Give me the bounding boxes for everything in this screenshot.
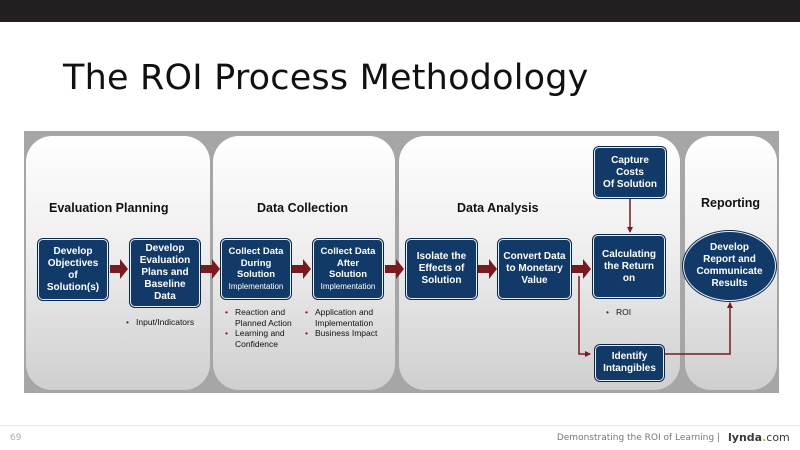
collect-during-main-label: Collect Data During Solution (228, 246, 284, 280)
page-number: 69 (10, 433, 22, 443)
flow-arrows (110, 198, 733, 357)
lynda-logo: lynda.com (728, 431, 790, 444)
bullet-item: Application and (305, 307, 377, 318)
arrow-convert-to-calculate (572, 259, 591, 279)
bullet-item-continuation: Planned Action (225, 318, 292, 329)
bullet-item-continuation: Implementation (305, 318, 377, 329)
roi-process-diagram: Evaluation Planning Data Collection Data… (24, 131, 779, 393)
arrow-objectives-to-plans (110, 259, 128, 279)
arrow-during-to-after (291, 259, 311, 279)
box-calculate-return: Calculating the Return on (593, 235, 665, 298)
arrow-after-to-isolate (385, 259, 404, 279)
bullet-item: ROI (606, 307, 631, 318)
phase-label-data-analysis: Data Analysis (457, 201, 539, 215)
box-isolate-effects: Isolate the Effects of Solution (406, 239, 477, 299)
box-identify-intangibles: Identify Intangibles (595, 345, 664, 381)
box-develop-evaluation-plans: Develop Evaluation Plans and Baseline Da… (130, 239, 200, 307)
box-capture-costs: Capture Costs Of Solution (594, 147, 666, 198)
box-convert-data: Convert Data to Monetary Value (498, 239, 571, 299)
bullet-item-continuation: Confidence (225, 339, 292, 350)
bullets-collect-during: Reaction and Planned Action Learning and… (225, 307, 292, 349)
arrow-plans-to-during (201, 259, 220, 279)
collect-during-sub-label: Implementation (228, 281, 284, 291)
arrow-convert-to-intangibles (578, 276, 591, 357)
bullet-item: Input/Indicators (126, 317, 194, 328)
bullets-evaluation-plans: Input/Indicators (126, 317, 194, 328)
footer-divider (0, 425, 800, 426)
bullets-roi: ROI (606, 307, 631, 318)
footer-course-title: Demonstrating the ROI of Learning | (556, 433, 720, 443)
bullet-item: Learning and (225, 328, 292, 339)
ellipse-develop-report: Develop Report and Communicate Results (683, 231, 776, 301)
bullets-collect-after: Application and Implementation Business … (305, 307, 377, 339)
bullet-continuation-text: Implementation (315, 317, 374, 328)
phase-label-evaluation-planning: Evaluation Planning (49, 201, 169, 215)
phase-label-data-collection: Data Collection (257, 201, 348, 215)
bullet-item: Business Impact (305, 328, 377, 339)
box-develop-objectives: Develop Objectives of Solution(s) (38, 239, 108, 300)
bullet-continuation-text: Confidence (235, 338, 279, 349)
slide-title: The ROI Process Methodology (63, 58, 589, 98)
top-bar (0, 0, 800, 22)
bullet-continuation-text: Planned Action (235, 317, 292, 328)
logo-dot: . (762, 431, 767, 444)
arrow-intangibles-to-report (664, 302, 733, 355)
box-collect-data-after: Collect Data After Solution Implementati… (313, 239, 383, 299)
arrow-isolate-to-convert (478, 259, 497, 279)
bullet-item: Reaction and (225, 307, 292, 318)
collect-after-main-label: Collect Data After Solution (320, 246, 376, 280)
logo-name: lynda (728, 431, 763, 444)
box-collect-data-during: Collect Data During Solution Implementat… (221, 239, 291, 299)
phase-label-reporting: Reporting (701, 196, 761, 210)
logo-com: com (766, 431, 790, 444)
collect-after-sub-label: Implementation (320, 281, 376, 291)
